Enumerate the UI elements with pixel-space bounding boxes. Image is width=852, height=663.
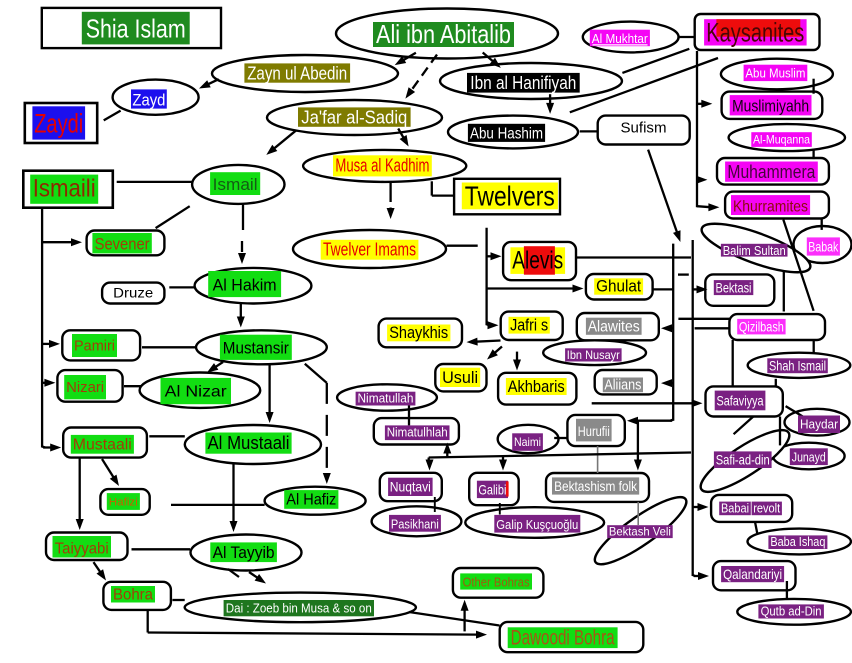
svg-text:Muhammera: Muhammera (727, 162, 816, 182)
svg-text:Baba Ishaq: Baba Ishaq (770, 534, 825, 549)
svg-text:Galibi: Galibi (478, 482, 506, 498)
svg-text:Abu Hashim: Abu Hashim (470, 126, 543, 143)
svg-text:Bohra: Bohra (113, 587, 153, 604)
svg-text:Bektash Veli: Bektash Veli (609, 525, 671, 539)
svg-text:Nimatullah: Nimatullah (358, 391, 414, 406)
svg-text:Zayn ul Abedin: Zayn ul Abedin (247, 64, 347, 84)
svg-text:Akhbaris: Akhbaris (508, 377, 565, 396)
svg-text:Safaviyya: Safaviyya (717, 393, 764, 409)
svg-text:Dawoodi Bohra: Dawoodi Bohra (511, 627, 615, 650)
svg-text:Zayd: Zayd (132, 90, 165, 109)
svg-text:Jafri s: Jafri s (510, 316, 548, 335)
svg-text:Babai: Babai (721, 501, 749, 516)
svg-text:Qalandariyi: Qalandariyi (723, 566, 782, 582)
svg-text:Shah Ismail: Shah Ismail (769, 358, 826, 374)
svg-text:Galip Kuşçuoğlu: Galip Kuşçuoğlu (496, 517, 578, 532)
svg-text:Alawites: Alawites (588, 319, 640, 336)
svg-text:Aliians: Aliians (604, 377, 641, 394)
svg-text:Alevis: Alevis (512, 247, 563, 275)
svg-text:Nizari: Nizari (66, 379, 104, 396)
svg-text:Khurramites: Khurramites (733, 199, 808, 216)
svg-text:Al-Muqanna: Al-Muqanna (753, 133, 810, 147)
svg-text:Haydar: Haydar (800, 417, 839, 432)
svg-text:Nuqtavi: Nuqtavi (390, 479, 431, 495)
svg-text:Muslimiyahh: Muslimiyahh (732, 97, 809, 116)
svg-text:Qizilbash: Qizilbash (739, 319, 784, 335)
svg-text:Musa al Kadhim: Musa al Kadhim (335, 156, 429, 176)
svg-text:Ibn al Hanifiyah: Ibn al Hanifiyah (470, 73, 576, 93)
svg-text:Ismaili: Ismaili (33, 175, 96, 203)
svg-text:Ibn Nusayr: Ibn Nusayr (567, 348, 620, 362)
svg-text:Kaysanites: Kaysanites (706, 18, 804, 48)
svg-text:Abu Muslim: Abu Muslim (745, 66, 805, 81)
svg-text:Mustansir: Mustansir (223, 339, 289, 358)
svg-text:Qutb ad-Din: Qutb ad-Din (761, 604, 822, 619)
svg-text:Other Bohras: Other Bohras (463, 575, 530, 590)
svg-text:Zaydi: Zaydi (34, 109, 83, 139)
svg-text:Ismail: Ismail (213, 175, 258, 194)
svg-text:Hurufii: Hurufii (578, 423, 610, 439)
svg-text:Pasikhani: Pasikhani (391, 517, 439, 532)
svg-text:Al Nizar: Al Nizar (165, 384, 228, 401)
svg-text:Shia Islam: Shia Islam (86, 14, 186, 44)
svg-text:Pamiri: Pamiri (74, 338, 115, 355)
svg-text:Sevener: Sevener (95, 235, 150, 254)
svg-text:Al Hafiz: Al Hafiz (286, 492, 336, 509)
svg-text:Naimi: Naimi (514, 435, 541, 449)
svg-text:Al Mustaali: Al Mustaali (208, 433, 290, 453)
svg-text:Twelver Imams: Twelver Imams (323, 240, 416, 260)
svg-text:Nimatulhlah: Nimatulhlah (387, 425, 448, 440)
svg-text:revolt: revolt (753, 501, 780, 516)
svg-text:Twelvers: Twelvers (465, 181, 555, 212)
svg-text:Hafizi: Hafizi (109, 497, 138, 509)
svg-text:Ali ibn Abitalib: Ali ibn Abitalib (376, 19, 511, 49)
svg-text:Al Mukhtar: Al Mukhtar (592, 31, 649, 46)
svg-text:Taiyyabi: Taiyyabi (55, 541, 109, 558)
svg-text:Al Hakim: Al Hakim (213, 276, 277, 295)
svg-text:Junayd: Junayd (792, 450, 826, 465)
svg-text:Mustaali: Mustaali (73, 437, 132, 454)
svg-text:Bektasi: Bektasi (716, 280, 752, 296)
svg-text:Sufism: Sufism (621, 120, 667, 137)
svg-text:Bektashism folk: Bektashism folk (554, 478, 638, 494)
svg-text:Safi-ad-din: Safi-ad-din (716, 452, 770, 468)
svg-text:Ghulat: Ghulat (596, 277, 641, 296)
svg-text:Balim Sultan: Balim Sultan (723, 243, 786, 258)
svg-text:Ja'far al-Sadiq: Ja'far al-Sadiq (301, 108, 407, 128)
svg-text:Dai : Zoeb bin Musa & so on: Dai : Zoeb bin Musa & so on (226, 601, 372, 616)
svg-text:Al Tayyib: Al Tayyib (213, 543, 275, 562)
svg-text:Babak: Babak (808, 239, 839, 255)
svg-text:Shaykhis: Shaykhis (389, 323, 448, 342)
svg-text:Usuli: Usuli (442, 368, 478, 387)
svg-text:Druze: Druze (113, 285, 153, 301)
